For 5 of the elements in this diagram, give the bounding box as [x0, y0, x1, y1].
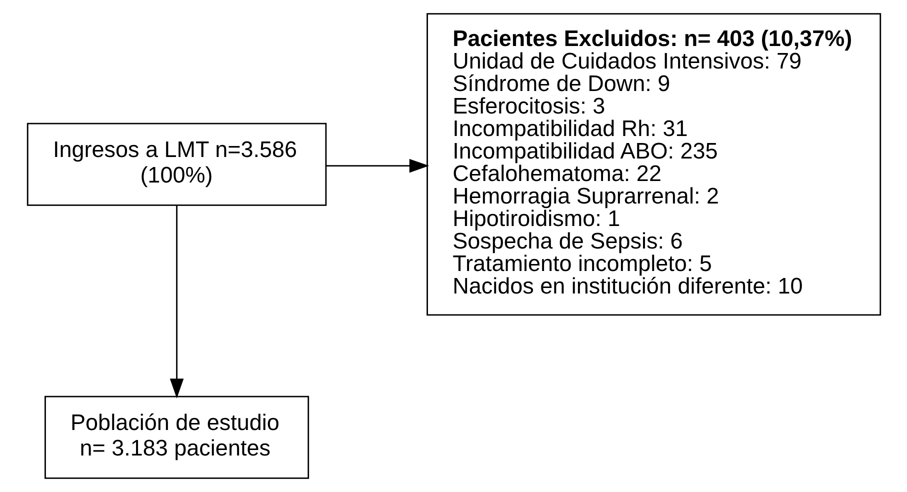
- arrow: [169, 205, 184, 398]
- node-box: Ingresos a LMT n=3.586 (100%): [26, 122, 326, 206]
- node-box: Pacientes Excluidos: n= 403 (10,37%) Unidad de Cuidados Intensivos: 79 Síndrome de Down: 9 Esferocitosis: 3 Incompatibilidad Rh: 31 Incompatibilidad ABO: 235 Cefalohematoma: 22 Hemorragia Suprarrenal: 2 Hipotiroidismo: 1 Sospecha de Sepsis: 6 Tratamiento incompleto: 5 Nacidos en institución diferente: 10: [426, 13, 881, 316]
- node-box: Población de estudio n= 3.183 pacientes: [44, 396, 309, 479]
- arrow: [326, 158, 429, 173]
